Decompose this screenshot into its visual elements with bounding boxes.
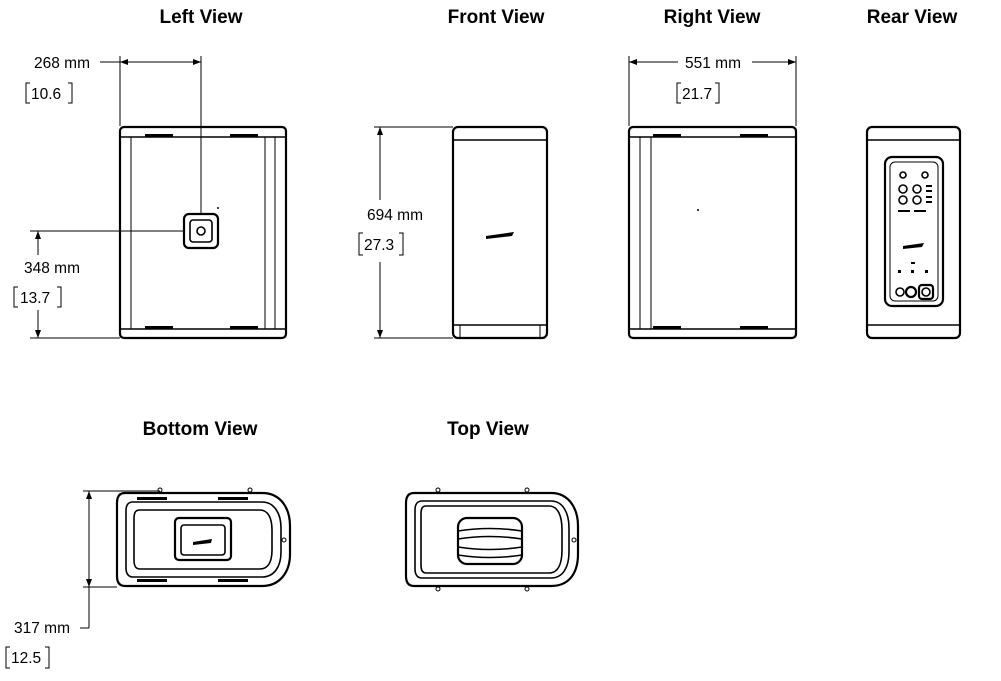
rear-view-speaker (865, 125, 962, 340)
front-view-title: Front View (448, 7, 545, 28)
width-in: 21.7 (682, 86, 712, 103)
top-view-title: Top View (447, 419, 529, 440)
width-dimension: 551 mm 21.7 (628, 55, 797, 126)
right-view-speaker (627, 125, 798, 340)
left-handle-dimension: 348 mm 13.7 (13, 230, 184, 339)
bottom-depth-dimension: 317 mm 12.5 (5, 490, 160, 669)
bottom-depth-mm: 317 mm (14, 620, 70, 637)
width-mm: 551 mm (685, 55, 741, 72)
height-in: 27.3 (364, 237, 394, 254)
left-handle-mm: 348 mm (24, 260, 80, 277)
top-view-speaker (404, 487, 580, 592)
height-mm: 694 mm (367, 207, 423, 224)
front-view-speaker (451, 125, 549, 340)
bottom-depth-in: 12.5 (11, 650, 41, 667)
bottom-view-title: Bottom View (143, 419, 258, 440)
height-dimension: 694 mm 27.3 (358, 126, 453, 339)
top-handle (456, 516, 524, 566)
right-view-title: Right View (664, 7, 761, 28)
brand-logo (486, 232, 514, 239)
control-panel (883, 155, 945, 308)
left-depth-in: 10.6 (31, 86, 61, 103)
rear-view-title: Rear View (867, 7, 958, 28)
left-handle-in: 13.7 (20, 290, 50, 307)
left-view-title: Left View (159, 7, 242, 28)
bottom-view-speaker (115, 487, 292, 588)
left-depth-mm: 268 mm (34, 55, 90, 72)
left-view-speaker (118, 125, 288, 340)
left-depth-dimension: 268 mm 10.6 (25, 55, 202, 214)
